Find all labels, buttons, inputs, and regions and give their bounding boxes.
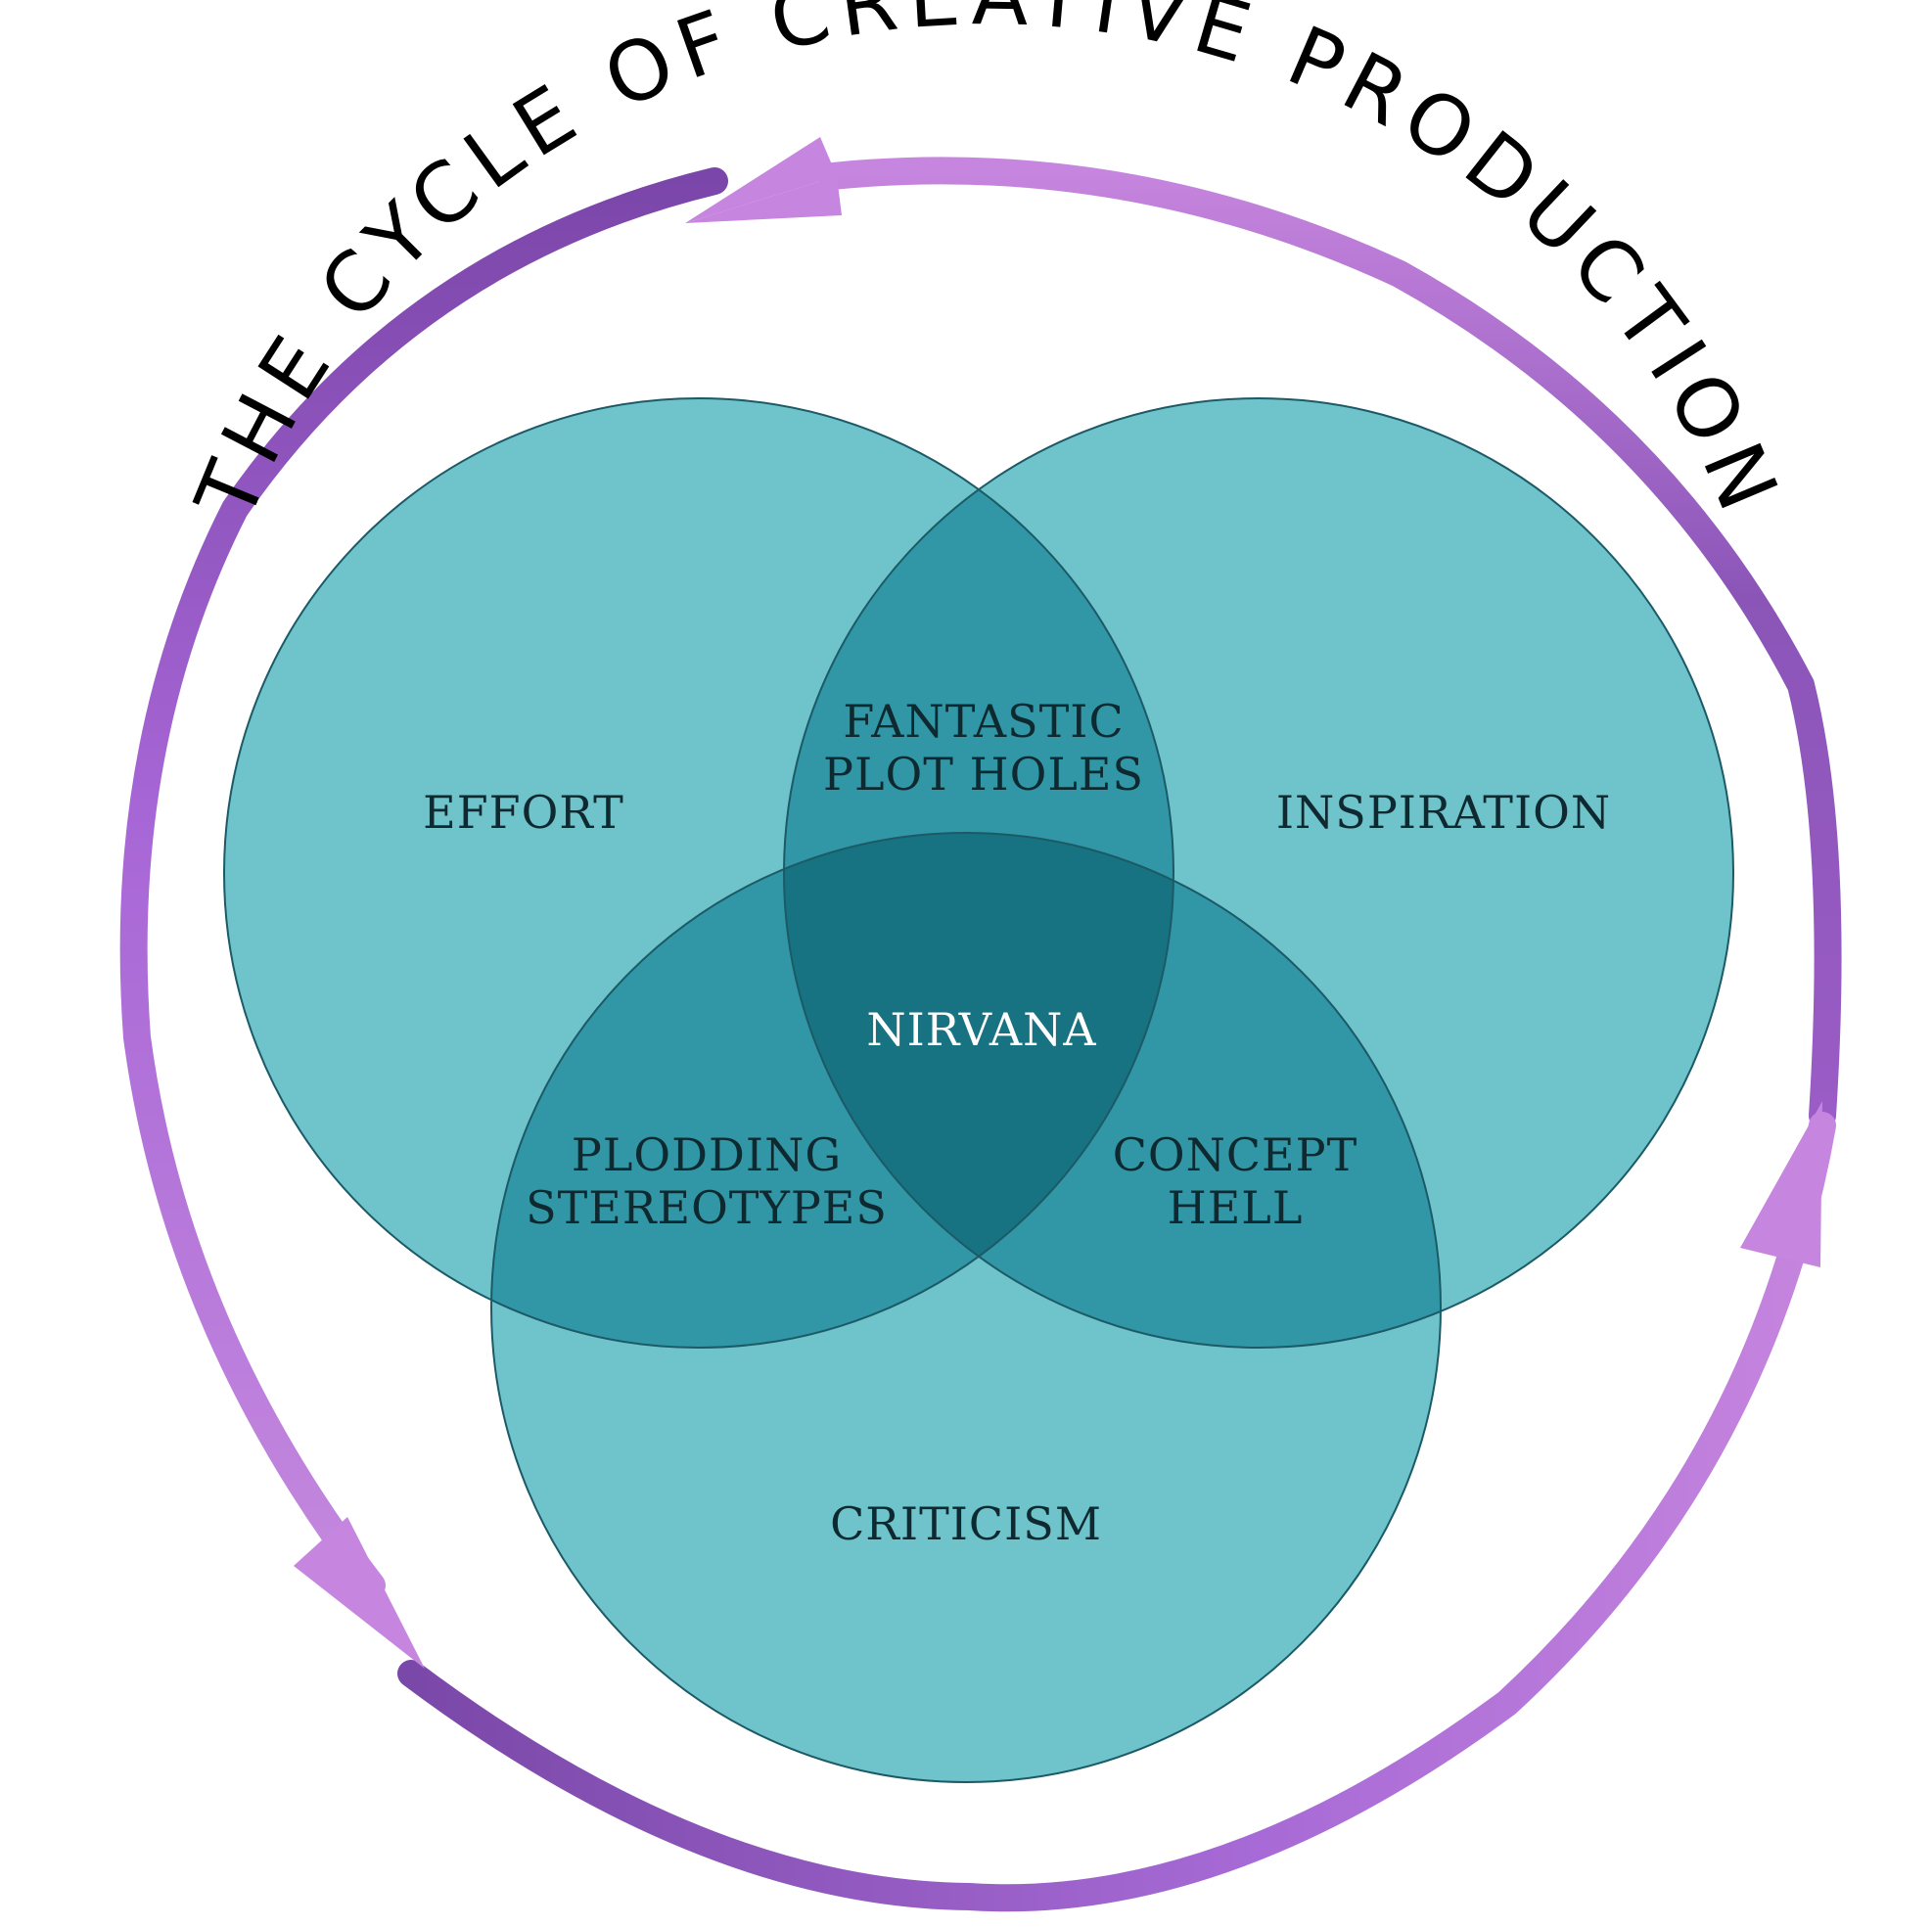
label-fantastic-line1: FANTASTIC (843, 695, 1124, 748)
cycle-arc-top-right (818, 157, 1842, 1129)
arrowhead-right-icon (1740, 1101, 1822, 1267)
label-inspiration: INSPIRATION (1276, 786, 1611, 839)
label-concept-line2: HELL (1168, 1181, 1304, 1234)
label-plodding-line2: STEREOTYPES (526, 1181, 888, 1234)
arrowhead-top-icon (685, 176, 842, 223)
label-plodding-line1: PLODDING (572, 1128, 842, 1181)
label-nirvana: NIRVANA (866, 1003, 1096, 1056)
label-criticism: CRITICISM (830, 1497, 1102, 1550)
label-effort: EFFORT (423, 786, 624, 839)
arrowhead-left-icon (294, 1517, 425, 1669)
label-concept-line1: CONCEPT (1113, 1128, 1358, 1181)
cycle-arc-bottom (397, 1112, 1836, 1912)
cycle-arc-left (119, 167, 728, 1599)
diagram-title: THE CYCLE OF CREATIVE PRODUCTION (177, 0, 1800, 533)
label-fantastic-line2: PLOT HOLES (823, 748, 1144, 801)
arrowhead-top-icon-2 (685, 137, 837, 223)
cycle-arrows (119, 137, 1842, 1912)
